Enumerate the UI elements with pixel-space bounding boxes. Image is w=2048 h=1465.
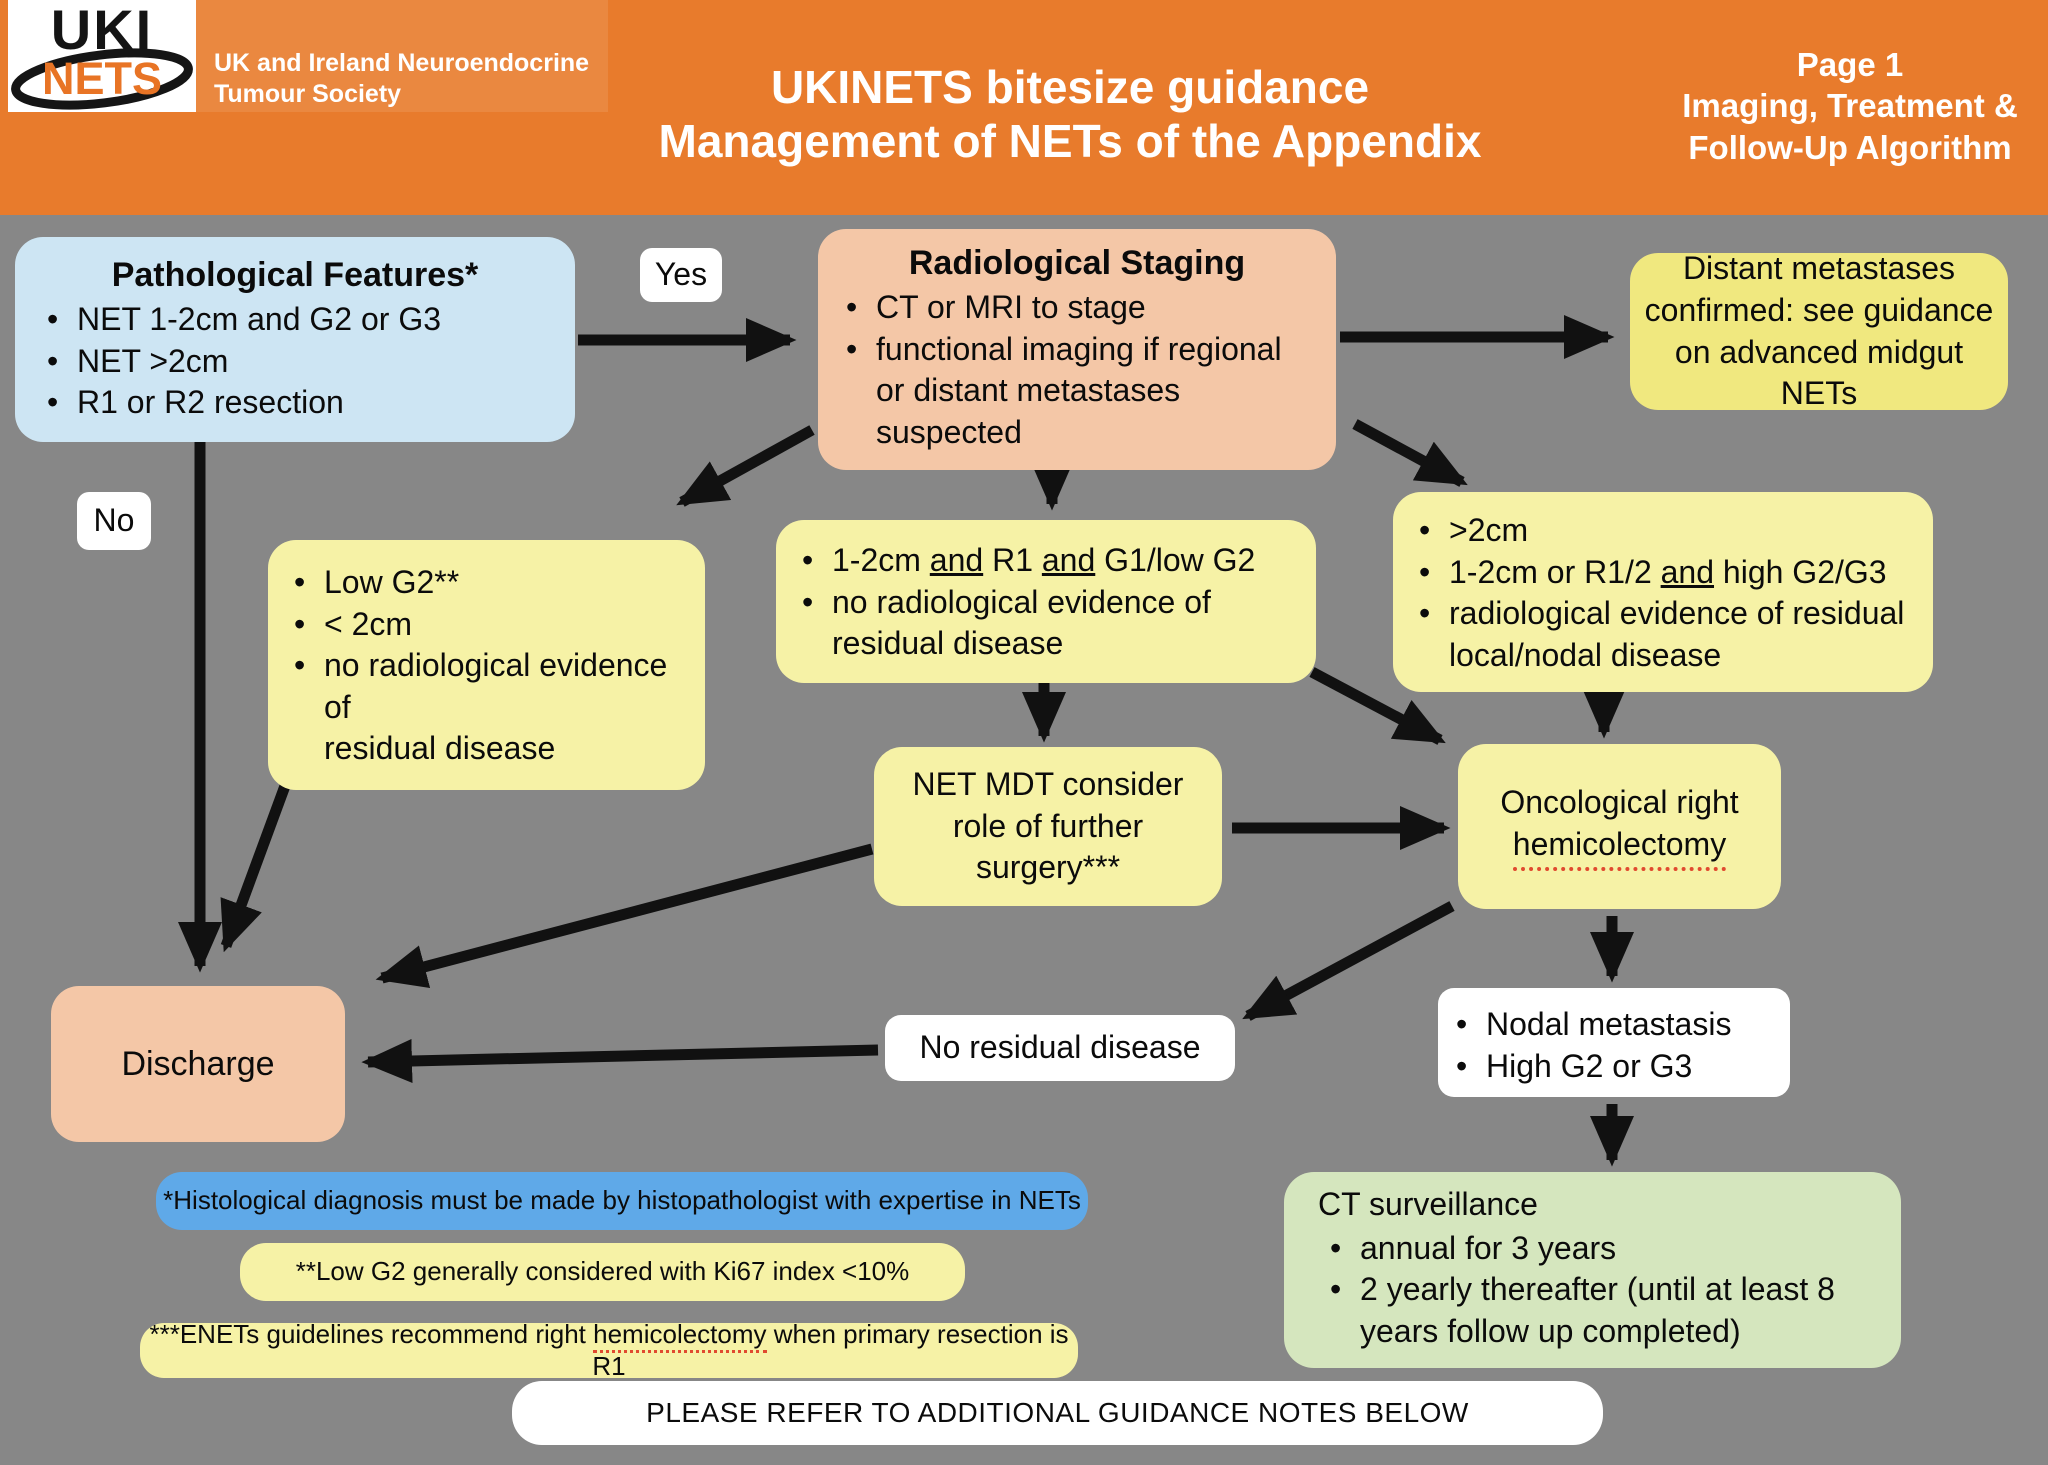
swoosh-icon — [11, 48, 193, 110]
bullet: 2 yearly thereafter (until at least 8 ye… — [1318, 1269, 1883, 1352]
arrow-noresidual-to-discharge — [361, 1038, 879, 1083]
node-text: Distant metastases confirmed: see guidan… — [1644, 250, 1994, 412]
note-enets: ***ENETs guidelines recommend right hemi… — [140, 1319, 1078, 1381]
bullet: no radiological evidence of residual dis… — [282, 645, 691, 770]
node-criteria-high: >2cm 1-2cm or R1/2 and high G2/G3 radiol… — [1393, 492, 1933, 693]
bullet: radiological evidence of residual local/… — [1407, 593, 1919, 676]
node-radiological-staging: Radiological Staging CT or MRI to stage … — [818, 229, 1336, 470]
node-text-line1: Oncological right — [1500, 784, 1739, 821]
node-criteria-intermediate: 1-2cm and R1 and G1/low G2 no radiologic… — [776, 520, 1316, 683]
bullet: Low G2** — [282, 562, 691, 604]
bullet: CT or MRI to stage — [834, 287, 1320, 329]
society-name: UK and Ireland Neuroendocrine Tumour Soc… — [214, 49, 590, 108]
node-text: Discharge — [121, 1044, 275, 1083]
node-title: Radiological Staging — [908, 244, 1246, 282]
node-text: NET MDT consider role of further surgery… — [912, 766, 1184, 886]
yes-text: Yes — [654, 256, 708, 293]
bullet: functional imaging if regional or distan… — [834, 329, 1320, 454]
page-title: UKINETS bitesize guidance Management of … — [560, 60, 1580, 169]
label-yes: Yes — [640, 248, 722, 302]
page-info-line3: Follow-Up Algorithm — [1688, 128, 2012, 166]
page-title-line1: UKINETS bitesize guidance — [770, 61, 1370, 113]
node-net-mdt: NET MDT consider role of further surgery… — [874, 747, 1222, 906]
arrow-mdt-to-discharge — [375, 843, 874, 989]
arrow-to-low-g2 — [676, 425, 815, 507]
logo-nets-text: NETS — [41, 53, 162, 104]
node-low-g2: Low G2** < 2cm no radiological evidence … — [268, 540, 705, 790]
society-band — [196, 0, 608, 112]
note-text: *Histological diagnosis must be made by … — [163, 1185, 1081, 1216]
page-title-line2: Management of NETs of the Appendix — [658, 115, 1482, 168]
bullet: 1-2cm and R1 and G1/low G2 — [790, 540, 1302, 582]
bullet: no radiological evidence of residual dis… — [790, 582, 1302, 665]
bullet: R1 or R2 resection — [35, 382, 555, 424]
arrow-oncological-to-noresidual — [1242, 901, 1455, 1021]
node-no-residual-disease: No residual disease — [885, 1015, 1235, 1081]
bullet: NET 1-2cm and G2 or G3 — [35, 299, 555, 341]
header-banner: UKI NETS UK and Ireland Neuroendocrine T… — [0, 0, 2048, 215]
note-text: ***ENETs guidelines recommend right hemi… — [149, 1319, 1069, 1381]
no-text: No — [93, 502, 135, 539]
node-ct-surveillance: CT surveillance annual for 3 years 2 yea… — [1284, 1172, 1901, 1369]
note-histology: *Histological diagnosis must be made by … — [156, 1172, 1088, 1230]
node-nodal-metastasis: Nodal metastasis High G2 or G3 — [1438, 988, 1790, 1097]
note-text: **Low G2 generally considered with Ki67 … — [295, 1256, 910, 1287]
page-info-line2: Imaging, Treatment & — [1682, 87, 2018, 125]
footer-banner: PLEASE REFER TO ADDITIONAL GUIDANCE NOTE… — [512, 1381, 1603, 1445]
node-title: CT surveillance — [1318, 1186, 1538, 1222]
label-no: No — [77, 492, 151, 550]
logo-uki-text: UKI — [50, 0, 154, 61]
node-title: Pathological Features* — [111, 256, 479, 294]
bullet: 1-2cm or R1/2 and high G2/G3 — [1407, 552, 1919, 594]
ukinets-logo: UKI NETS — [8, 0, 196, 112]
node-text-line2: hemicolectomy — [1512, 824, 1727, 871]
bullet: annual for 3 years — [1318, 1228, 1883, 1270]
arrow-to-criteria-high — [1352, 419, 1468, 487]
bullet: NET >2cm — [35, 341, 555, 383]
node-distant-metastases: Distant metastases confirmed: see guidan… — [1630, 250, 2008, 411]
page-number: Page 1 — [1796, 46, 1904, 83]
bullet: < 2cm — [282, 604, 691, 646]
bullet: High G2 or G3 — [1444, 1046, 1784, 1088]
footer-text: PLEASE REFER TO ADDITIONAL GUIDANCE NOTE… — [646, 1397, 1469, 1428]
node-oncological-hemicolectomy: Oncological right hemicolectomy — [1458, 744, 1781, 909]
bullet: Nodal metastasis — [1444, 1004, 1784, 1046]
node-text: No residual disease — [919, 1029, 1201, 1066]
node-discharge: Discharge — [51, 986, 345, 1142]
node-pathological-features: Pathological Features* NET 1-2cm and G2 … — [15, 237, 575, 442]
page-info: Page 1 Imaging, Treatment & Follow-Up Al… — [1660, 44, 2040, 168]
bullet: >2cm — [1407, 510, 1919, 552]
note-low-g2: **Low G2 generally considered with Ki67 … — [240, 1243, 965, 1301]
